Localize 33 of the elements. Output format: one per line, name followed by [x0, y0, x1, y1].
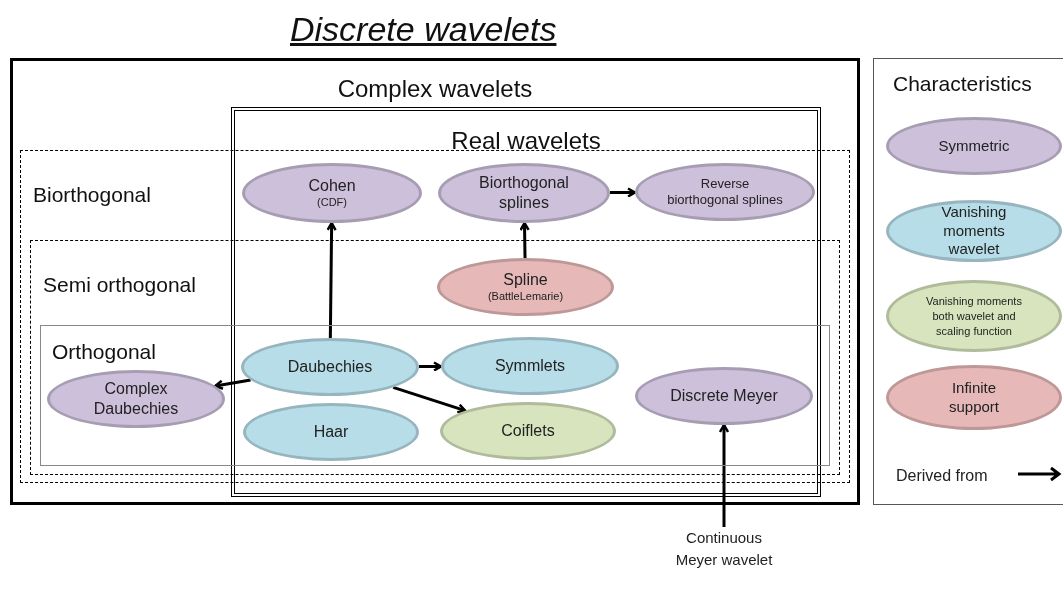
node-label: Spline: [503, 270, 548, 291]
arrow: [326, 221, 337, 339]
arrow: [214, 378, 251, 390]
legend-label: Infinite support: [947, 378, 1000, 417]
arrow: [718, 423, 730, 527]
node-sublabel: (CDF): [317, 196, 347, 210]
node-label: Discrete Meyer: [670, 386, 778, 406]
arrow: [610, 187, 637, 198]
legend-label: Symmetric: [938, 136, 1010, 156]
arrow: [418, 361, 443, 372]
region-title: Orthogonal: [52, 339, 156, 365]
legend-label: Derived from: [896, 466, 988, 486]
legend-label: Vanishing moments both wavelet and scaling function: [925, 293, 1023, 339]
node-label: Symmlets: [494, 356, 566, 376]
node-label: Complex Daubechies: [92, 379, 180, 419]
arrow: [392, 386, 467, 414]
diagram-title: Discrete wavelets: [290, 9, 557, 50]
legend-title: Characteristics: [893, 71, 1032, 97]
ellipse-node: [635, 163, 815, 221]
node-label: Cohen: [308, 176, 356, 197]
region-title: Complex wavelets: [336, 74, 534, 104]
node-sublabel: (BattleLemarie): [487, 290, 564, 304]
node-label: Continuous Meyer wavelet: [674, 528, 774, 570]
region-title: Real wavelets: [450, 126, 602, 156]
region-title: Biorthogonal: [33, 182, 151, 208]
region-title: Semi orthogonal: [43, 272, 196, 298]
node-label: Coiflets: [501, 421, 555, 441]
legend-label: Vanishing moments wavelet: [940, 202, 1008, 260]
arrow: [519, 221, 530, 259]
node-label: Reverse biorthogonal splines: [666, 175, 784, 209]
node-label: Biorthogonal splines: [478, 173, 570, 213]
node-label: Daubechies: [287, 357, 373, 377]
node-label: Haar: [313, 422, 349, 442]
